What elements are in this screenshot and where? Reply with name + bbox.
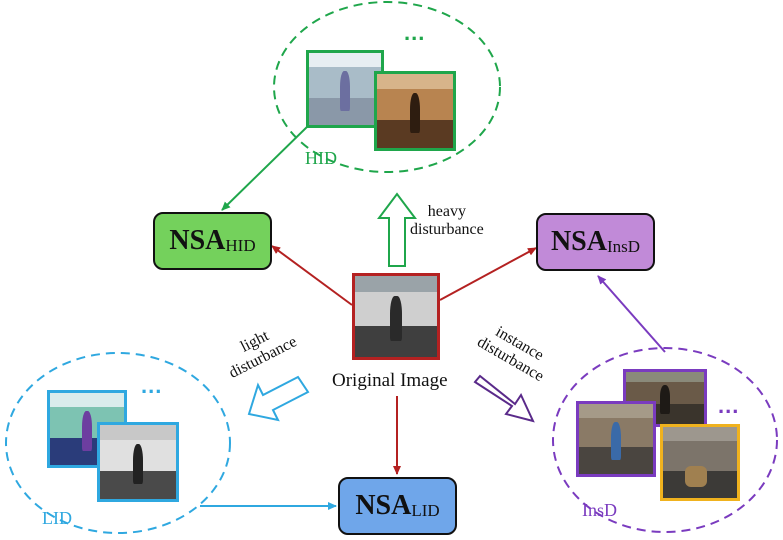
lid-cluster-label: LID — [42, 508, 72, 528]
hid-photo-1 — [306, 50, 384, 128]
heavy-line-1: heavy — [427, 203, 466, 220]
insd-more-dots: ... — [718, 393, 740, 418]
lid-cluster-ellipse — [5, 352, 231, 534]
arrow-center-to-hid — [271, 245, 353, 306]
insd-cluster-label: InsD — [582, 500, 617, 520]
heavy-disturbance-arrow — [377, 192, 417, 267]
nsa-insd-main: NSA — [550, 226, 607, 257]
hid-photo-2 — [374, 71, 456, 151]
insd-cluster-ellipse — [552, 347, 778, 533]
hid-more-dots: ... — [404, 20, 426, 45]
original-image — [352, 273, 440, 360]
nsa-hid-main: NSA — [169, 225, 226, 256]
insd-photo-2 — [576, 401, 656, 477]
nsa-hid-sub: HID — [225, 235, 256, 255]
instance-disturbance-arrow — [473, 374, 535, 423]
nsa-lid-main: NSA — [355, 490, 412, 521]
nsa-lid-sub: LID — [411, 500, 440, 520]
hid-cluster-ellipse — [273, 1, 501, 173]
heavy-line-2: disturbance — [410, 220, 484, 238]
original-image-label: Original Image — [332, 370, 448, 391]
arrow-center-to-insd — [439, 247, 537, 301]
lid-more-dots: ... — [141, 373, 163, 398]
arrow-insd-cluster-to-nsa — [597, 275, 666, 353]
arrow-hid-cluster-to-nsa — [221, 123, 311, 211]
lid-photo-2 — [97, 422, 179, 502]
light-disturbance-arrow — [247, 375, 310, 422]
nsa-insd-sub: InsD — [606, 236, 641, 256]
heavy-disturbance-label: heavy disturbance — [410, 203, 484, 238]
hid-cluster-label: HID — [305, 148, 337, 168]
insd-photo-3 — [660, 424, 740, 501]
